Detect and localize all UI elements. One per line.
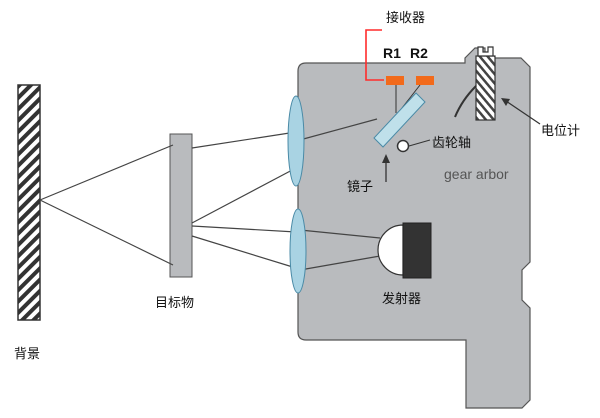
lower-lens [289, 208, 307, 294]
potentiometer-arrow-head [501, 98, 510, 106]
mirror [373, 92, 426, 148]
potentiometer-top-knob [477, 46, 494, 57]
ray-target-to-lower-lens-bottom [191, 235, 297, 269]
label-gear-arbor: gear arbor [444, 166, 509, 182]
ray-background-top [39, 144, 174, 201]
label-emitter: 发射器 [382, 291, 421, 307]
ray-target-to-lower-lens-top [191, 225, 297, 233]
ray-background-bottom [39, 199, 174, 266]
label-r1: R1 [383, 45, 401, 61]
receiver-callout [365, 29, 384, 81]
emitter-dome [377, 224, 404, 276]
potentiometer-arrow [505, 100, 541, 125]
target-block [169, 133, 193, 278]
receiver-r2 [416, 76, 434, 85]
label-potentiometer: 电位计 [541, 124, 580, 139]
ray-lower-lens-to-emitter-bottom [299, 255, 381, 271]
background-wall [17, 84, 41, 321]
ray-upper-lens-to-mirror [295, 118, 378, 142]
label-gear-shaft: 齿轮轴 [432, 136, 471, 151]
gear-arm [454, 85, 477, 118]
label-receiver: 接收器 [386, 10, 425, 26]
gear-shaft-pointer [408, 139, 431, 147]
gear-shaft-pivot [396, 139, 410, 153]
emitter-body [402, 222, 432, 279]
ray-target-to-upper-lens-bottom [191, 167, 297, 224]
label-r2: R2 [410, 45, 428, 61]
upper-lens [287, 95, 305, 187]
label-background: 背景 [14, 347, 40, 362]
potentiometer [475, 55, 496, 121]
label-mirror: 镜子 [347, 180, 373, 195]
mirror-arrow-head [382, 154, 390, 163]
ray-target-to-upper-lens-top [191, 131, 297, 149]
label-target: 目标物 [155, 296, 194, 311]
optical-rays [39, 118, 381, 271]
ray-lower-lens-to-emitter-top [299, 229, 381, 239]
receiver-r1 [386, 76, 404, 85]
